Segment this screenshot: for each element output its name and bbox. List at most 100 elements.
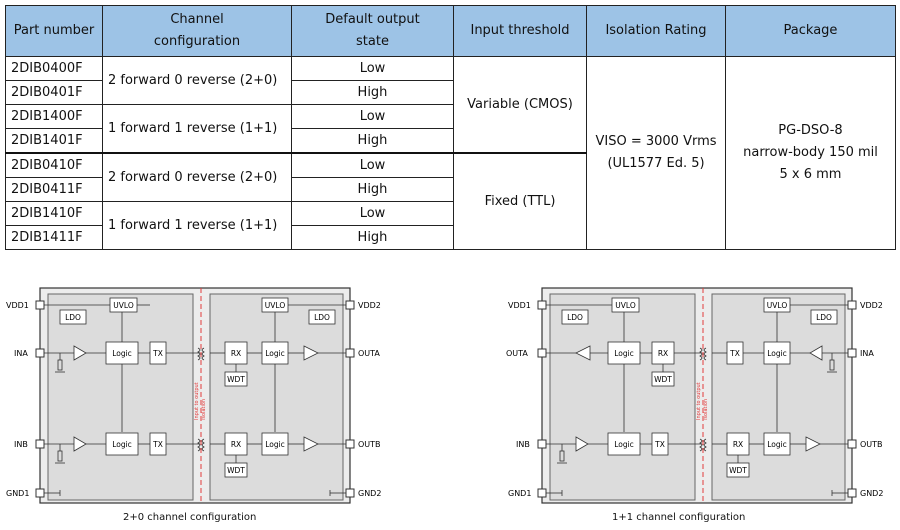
config-cell: 1 forward 1 reverse (1+1) [102,201,292,250]
label-gnd2: GND2 [358,489,381,498]
output-state-cell: High [291,225,454,250]
svg-text:GND2: GND2 [860,489,883,498]
svg-text:RX: RX [231,440,241,449]
output-driver-a [575,345,591,361]
pin-inb [35,439,45,449]
pin-vdd1 [35,300,45,310]
tx-block-b [149,432,167,456]
table-row: 2DIB1401F High [5,128,896,154]
svg-text:Logic: Logic [767,349,787,358]
output-driver-a [303,345,319,361]
svg-text:VDD1: VDD1 [508,301,531,310]
part-number-cell: 2DIB1411F [5,225,103,250]
output-state-cell: Low [291,152,454,178]
svg-text:OUTA: OUTA [506,349,528,358]
ldo-block-out [308,309,336,325]
diagram-1plus1: Input to output isolation VDD1 OUTA INB … [506,287,883,504]
caption-2plus0: 2+0 channel configuration [123,512,257,523]
svg-text:Logic: Logic [614,349,634,358]
svg-text:TX: TX [729,349,740,358]
pin-vdd2 [345,300,355,310]
svg-text:isolation: isolation [201,399,207,420]
svg-text:OUTB: OUTB [860,440,883,449]
label-vdd1: VDD1 [6,301,29,310]
svg-text:LDO: LDO [314,313,330,322]
header-input-threshold: Input threshold [453,5,587,57]
barrier-label: Input to output [194,382,200,420]
table-row: 2DIB1400F 1 forward 1 reverse (1+1) Low [5,104,896,154]
tx-block-a [149,341,167,365]
rx-block-a [224,341,248,365]
table-row: 2DIB0410F 2 forward 0 reverse (2+0) Low … [5,152,896,250]
wdt-block-b [224,462,248,478]
pin-vdd2 [847,300,857,310]
logic-block-a-in [105,341,139,365]
label-ina: INA [14,349,28,358]
output-state-cell: Low [291,56,454,81]
part-number-cell: 2DIB0411F [5,177,103,202]
part-number-cell: 2DIB0401F [5,80,103,105]
config-cell: 2 forward 0 reverse (2+0) [102,152,292,202]
svg-text:Logic: Logic [767,440,787,449]
logic-block-b-in [105,432,139,456]
pin-gnd2 [345,488,355,498]
uvlo-block-in [109,297,138,313]
ldo-block-in [59,309,87,325]
part-number-cell: 2DIB1401F [5,128,103,154]
output-state-cell: High [291,128,454,154]
header-channel-configuration: Channel configuration [102,5,292,57]
header-default-output-state: Default output state [291,5,454,57]
svg-text:UVLO: UVLO [615,301,636,310]
label-vdd2: VDD2 [358,301,381,310]
part-number-cell: 2DIB0410F [5,152,103,178]
output-driver-b [303,436,319,452]
header-isolation-rating: Isolation Rating [586,5,726,57]
svg-text:LDO: LDO [567,313,583,322]
logic-block-a-out [261,341,289,365]
svg-text:RX: RX [231,349,241,358]
input-buffer-a [73,345,87,361]
pin-outb [345,439,355,449]
svg-text:VDD2: VDD2 [860,301,883,310]
threshold-cell: Variable (CMOS) [453,56,587,154]
header-package: Package [725,5,896,57]
pin-vdd1 [537,300,547,310]
threshold-cell: Fixed (TTL) [453,152,587,250]
table-header-row: Part number Channel configuration Defaul… [5,5,896,57]
output-state-cell: Low [291,201,454,226]
svg-text:Logic: Logic [614,440,634,449]
svg-text:WDT: WDT [729,466,747,475]
output-state-cell: High [291,177,454,202]
pin-outa [345,348,355,358]
wdt-block-a [224,371,248,387]
header-part-number: Part number [5,5,103,57]
part-number-cell: 2DIB0400F [5,56,103,81]
config-cell: 1 forward 1 reverse (1+1) [102,104,292,154]
package-cell: PG-DSO-8 narrow-body 150 mil 5 x 6 mm [725,56,896,250]
input-buffer-b [575,436,589,452]
label-outb: OUTB [358,440,381,449]
svg-text:LDO: LDO [816,313,832,322]
table-row: 2DIB0401F High [5,80,896,105]
rx-block-b [224,432,248,456]
side1-die [549,293,696,501]
part-number-cell: 2DIB1410F [5,201,103,226]
svg-text:UVLO: UVLO [113,301,134,310]
diagram-2plus0: Input to output isolation VDD1 INA INB G… [6,287,381,504]
pin-gnd1 [35,488,45,498]
svg-text:isolation: isolation [703,399,709,420]
svg-text:RX: RX [733,440,743,449]
svg-text:Logic: Logic [265,440,285,449]
pin-ina [35,348,45,358]
pin-gnd1 [537,488,547,498]
svg-text:INA: INA [860,349,874,358]
svg-text:TX: TX [654,440,665,449]
input-die [47,293,194,501]
config-cell: 2 forward 0 reverse (2+0) [102,56,292,105]
svg-text:INB: INB [516,440,530,449]
pin-ina [847,348,857,358]
logic-block-b-out [261,432,289,456]
uvlo-block-out [261,297,289,313]
output-driver-b [805,436,821,452]
svg-text:UVLO: UVLO [265,301,286,310]
